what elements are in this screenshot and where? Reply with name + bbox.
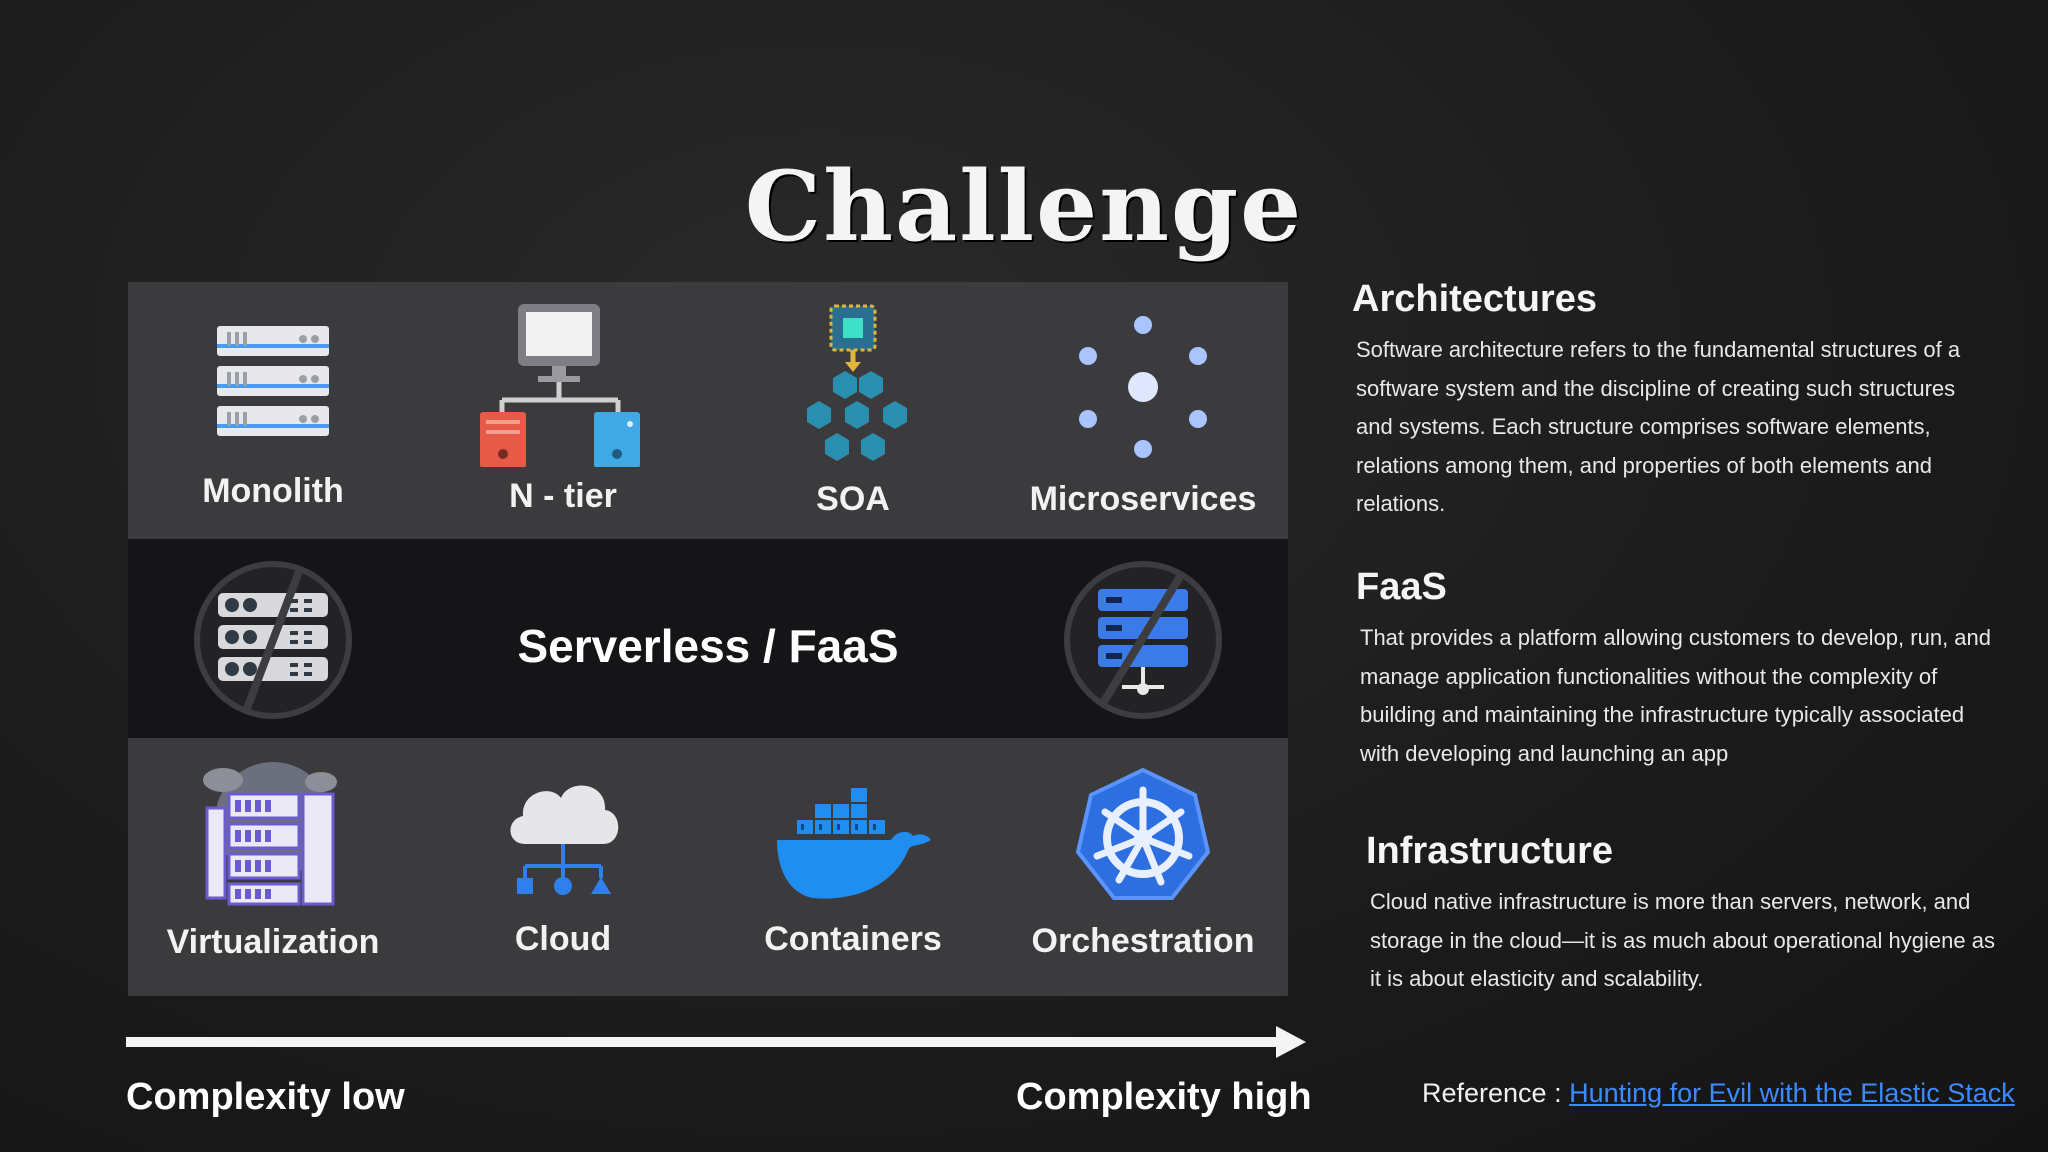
cell-label: Virtualization [166, 923, 380, 961]
cell-n-tier: N - tier [418, 282, 708, 539]
complexity-low-label: Complexity low [126, 1076, 405, 1118]
reference-label: Reference : [1422, 1078, 1562, 1108]
kubernetes-helm-icon [1075, 767, 1211, 900]
cell-label: Cloud [514, 920, 612, 958]
serverless-label: Serverless / FaaS [517, 620, 899, 672]
reference: Reference : Hunting for Evil with the El… [1422, 1078, 2015, 1109]
server-stack-icon [217, 326, 329, 436]
cell-cloud: Cloud [418, 738, 708, 996]
cell-monolith: Monolith [128, 282, 418, 539]
microservices-nodes-icon [1079, 316, 1207, 458]
cloud-network-icon [510, 785, 619, 895]
no-server-icon [194, 561, 352, 719]
section-infrastructure: Infrastructure Cloud native infrastructu… [1366, 830, 2006, 999]
cell-label: Orchestration [1031, 922, 1255, 960]
cell-label: Microservices [1029, 480, 1257, 518]
section-faas: FaaS That provides a platform allowing c… [1356, 566, 1996, 773]
network-tier-icon [480, 304, 640, 467]
cell-containers: Containers [708, 738, 998, 996]
section-architectures: Architectures Software architecture refe… [1352, 278, 1992, 524]
cell-no-server [128, 539, 418, 738]
cell-label: Containers [764, 920, 942, 958]
section-heading: Infrastructure [1366, 830, 1614, 872]
reference-link[interactable]: Hunting for Evil with the Elastic Stack [1569, 1078, 2015, 1108]
cell-microservices: Microservices [998, 282, 1288, 539]
section-heading: Architectures [1352, 278, 1597, 320]
cell-orchestration: Orchestration [998, 738, 1288, 996]
complexity-arrow [126, 1026, 1306, 1058]
serverless-row: Serverless / FaaS [128, 539, 1288, 738]
section-body: Cloud native infrastructure is more than… [1370, 889, 1995, 991]
infrastructure-row: Virtualization Cloud [128, 738, 1288, 996]
cell-soa: SOA [708, 282, 998, 539]
section-body: That provides a platform allowing custom… [1360, 625, 1991, 766]
docker-whale-icon [777, 788, 931, 899]
complexity-high-label: Complexity high [1016, 1076, 1312, 1118]
cell-label: N - tier [509, 477, 617, 515]
no-server-network-icon [1064, 561, 1222, 719]
cell-no-server-network [998, 539, 1288, 738]
section-body: Software architecture refers to the fund… [1356, 337, 1961, 516]
cell-label: SOA [816, 480, 890, 518]
cell-virtualization: Virtualization [128, 738, 418, 996]
soa-hexagon-icon [807, 304, 907, 461]
virtual-servers-icon [203, 762, 337, 906]
architecture-row: Monolith N - tier [128, 282, 1288, 539]
section-heading: FaaS [1356, 566, 1447, 608]
architecture-grid: Monolith N - tier [128, 282, 1288, 996]
cell-label: Monolith [202, 472, 344, 510]
slide-title: Challenge [744, 150, 1304, 263]
